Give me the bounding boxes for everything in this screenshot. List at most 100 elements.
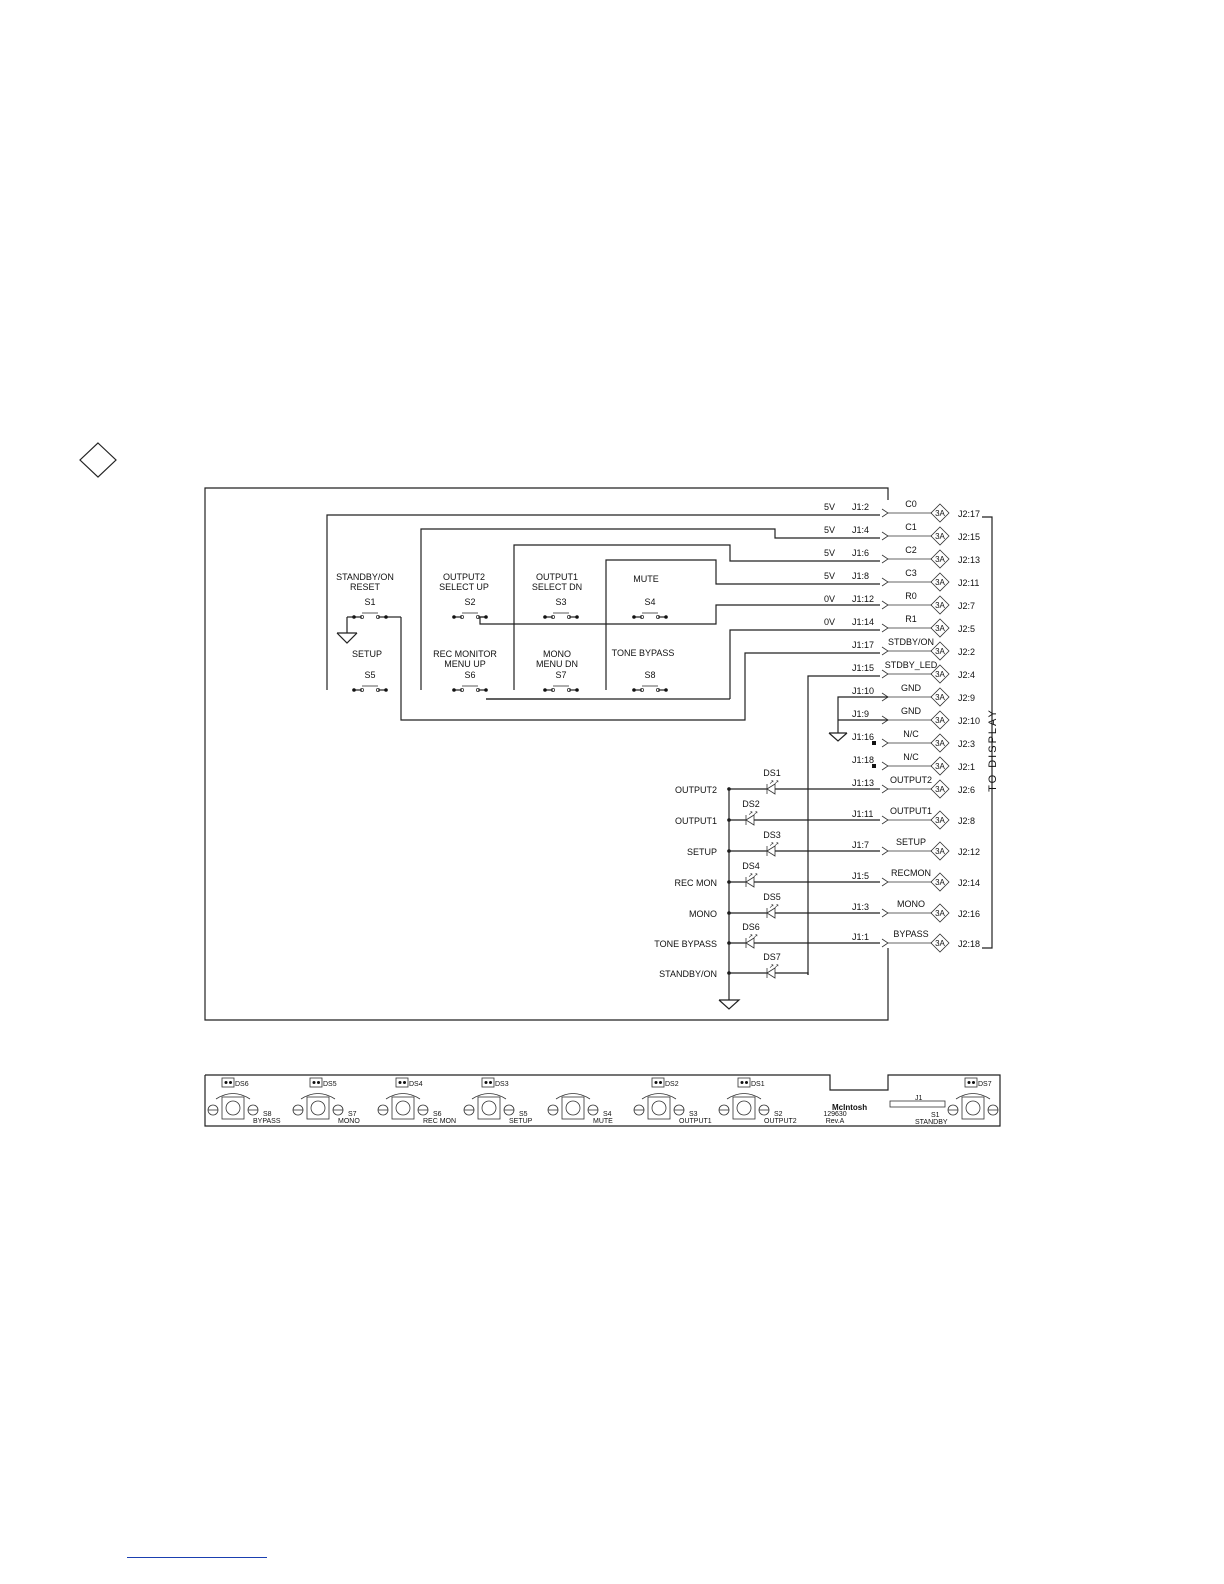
row-voltage: 5V bbox=[824, 502, 835, 512]
switch-label: SETUP bbox=[352, 649, 382, 659]
ground-symbol-s1 bbox=[336, 617, 358, 644]
row-ref: 3A bbox=[935, 909, 945, 918]
to-display-bracket bbox=[982, 516, 993, 949]
board-button-body bbox=[391, 1096, 415, 1120]
row-chevron bbox=[881, 669, 889, 679]
row-j1-pin: J1:11 bbox=[852, 809, 873, 819]
board-button-cap bbox=[965, 1100, 981, 1116]
switch-wire bbox=[729, 629, 880, 699]
switch-wire bbox=[420, 528, 880, 690]
row-connector-diamond bbox=[930, 710, 950, 730]
board-led-pin bbox=[312, 1081, 316, 1084]
led-emission-icon: ↗↗ bbox=[748, 811, 758, 817]
row-j1-pin: J1:1 bbox=[852, 932, 869, 942]
row-ref: 3A bbox=[935, 532, 945, 541]
row-j2-pin: J2:7 bbox=[958, 601, 975, 611]
board-button-body bbox=[561, 1096, 585, 1120]
row-j1-pin: J1:10 bbox=[852, 686, 874, 696]
board-led-pin bbox=[654, 1081, 658, 1084]
row-j2-pin: J2:1 bbox=[958, 762, 975, 772]
switch-contact bbox=[459, 688, 464, 693]
row-connector-diamond bbox=[930, 526, 950, 546]
switch-contact bbox=[475, 688, 480, 693]
row-voltage: 5V bbox=[824, 571, 835, 581]
row-connector-diamond bbox=[930, 549, 950, 569]
board-led-pin bbox=[967, 1081, 971, 1084]
row-signal: N/C bbox=[903, 752, 919, 762]
led-wire bbox=[775, 972, 809, 975]
row-signal: STDBY/ON bbox=[888, 637, 934, 647]
board-button-ref: S6 bbox=[433, 1111, 442, 1118]
board-button-ref: S5 bbox=[519, 1111, 528, 1118]
row-connector-diamond bbox=[930, 664, 950, 684]
row-j1-pin: J1:18 bbox=[852, 755, 874, 765]
row-connector-diamond bbox=[930, 756, 950, 776]
led-ref: DS7 bbox=[763, 952, 781, 962]
board-button-outline bbox=[215, 1093, 251, 1100]
switch-contact bbox=[640, 615, 645, 620]
switch-wire bbox=[605, 559, 880, 690]
row-connector-diamond bbox=[930, 572, 950, 592]
switch-contact bbox=[551, 615, 556, 620]
row-ref: 3A bbox=[935, 555, 945, 564]
board-button-outline bbox=[471, 1093, 507, 1100]
junction-dot bbox=[352, 688, 356, 692]
ground-symbol-led bbox=[718, 788, 741, 1010]
row-signal: OUTPUT1 bbox=[890, 806, 932, 816]
row-j1-pin: J1:13 bbox=[852, 778, 874, 788]
row-signal: GND bbox=[901, 706, 922, 716]
row-chevron bbox=[881, 738, 889, 748]
switch-label: OUTPUT1 bbox=[536, 572, 578, 582]
board-led-pin bbox=[740, 1081, 744, 1084]
row-ref: 3A bbox=[935, 816, 945, 825]
row-chevron bbox=[881, 877, 889, 887]
junction-dot bbox=[664, 615, 668, 619]
board-button-label: BYPASS bbox=[253, 1118, 281, 1125]
row-chevron bbox=[881, 784, 889, 794]
row-j1-pin: J1:14 bbox=[852, 617, 874, 627]
row-j1-pin: J1:12 bbox=[852, 594, 874, 604]
row-ref: 3A bbox=[935, 601, 945, 610]
board-led-ref: DS2 bbox=[665, 1081, 679, 1088]
row-j2-pin: J2:5 bbox=[958, 624, 975, 634]
page-marker-diamond bbox=[79, 442, 117, 478]
row-chevron bbox=[881, 815, 889, 825]
switch-contact bbox=[375, 615, 380, 620]
row-j1-pin: J1:7 bbox=[852, 840, 869, 850]
switch-ref: S8 bbox=[644, 670, 655, 680]
board-button-outline bbox=[300, 1093, 336, 1100]
board-button-body bbox=[306, 1096, 330, 1120]
junction-dot bbox=[664, 688, 668, 692]
switch-label-2: MENU UP bbox=[444, 659, 486, 669]
led-label: REC MON bbox=[675, 878, 718, 888]
board-button-body bbox=[477, 1096, 501, 1120]
board-button-label: STANDBY bbox=[915, 1119, 948, 1126]
board-button-label: OUTPUT1 bbox=[679, 1118, 712, 1125]
switch-contact bbox=[567, 688, 572, 693]
switch-label: MUTE bbox=[633, 574, 659, 584]
board-led-ds2: DS2 bbox=[651, 1077, 679, 1088]
row-j2-pin: J2:11 bbox=[958, 578, 979, 588]
switch-contact bbox=[459, 615, 464, 620]
board-button-label: MONO bbox=[338, 1118, 360, 1125]
board-connector-ref: J1 bbox=[915, 1095, 923, 1102]
board-led-ref: DS7 bbox=[978, 1081, 992, 1088]
switch-label-2: SELECT DN bbox=[532, 582, 582, 592]
board-button-outline bbox=[555, 1093, 591, 1100]
row-connector-diamond bbox=[930, 503, 950, 523]
row-voltage: 0V bbox=[824, 617, 835, 627]
board-button-cap bbox=[736, 1100, 752, 1116]
